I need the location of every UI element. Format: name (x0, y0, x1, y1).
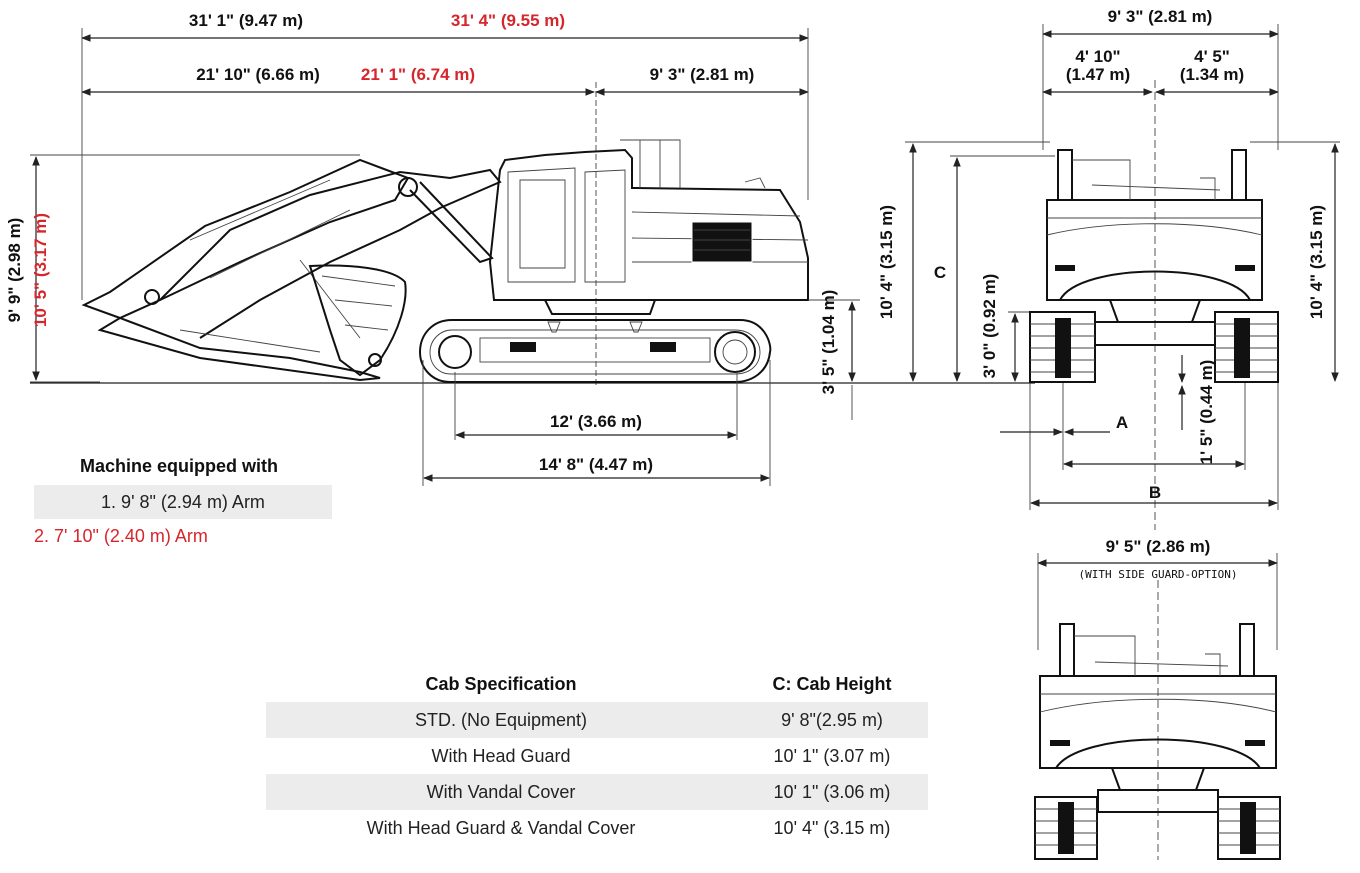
table-cell: 9' 8"(2.95 m) (781, 710, 883, 730)
header-cab-height: C: Cab Height (772, 674, 892, 694)
table-row: With Head Guard 10' 1" (3.07 m) (266, 738, 928, 774)
equipment-block: Machine equipped with 1. 9' 8" (2.94 m) … (34, 456, 334, 553)
excavator-front-view (1029, 149, 1279, 383)
side-guard-width-label: 9' 5" (2.86 m) (1106, 537, 1211, 556)
cab-height-table: Cab Specification C: Cab Height STD. (No… (266, 666, 928, 846)
tail-length-label: 9' 3" (2.81 m) (650, 65, 755, 84)
counterweight-clearance-label: 3' 5" (1.04 m) (819, 290, 838, 395)
table-cell: STD. (No Equipment) (414, 710, 588, 730)
table-cell: With Vandal Cover (426, 782, 576, 802)
excavator-side-guard-view (1034, 623, 1281, 860)
header-cab-specification: Cab Specification (425, 674, 577, 694)
front-width-left-label: 4' 10" (1075, 47, 1120, 66)
side-guard-note: (WITH SIDE GUARD-OPTION) (1079, 568, 1238, 581)
table-cell: 10' 4" (3.15 m) (773, 818, 891, 838)
excavator-side-view (81, 139, 809, 383)
table-cell: 10' 1" (3.06 m) (773, 782, 891, 802)
equipment-title: Machine equipped with (79, 456, 278, 476)
track-dimension-lines (422, 299, 860, 486)
label-a: A (1116, 413, 1128, 432)
tumbler-distance-label: 12' (3.66 m) (550, 412, 642, 431)
label-b: B (1149, 483, 1161, 502)
table-row: With Vandal Cover 10' 1" (3.06 m) (266, 774, 928, 810)
side-guard-dimension-lines (1037, 553, 1278, 860)
equipment-item-arm2: 2. 7' 10" (2.40 m) Arm (34, 526, 208, 546)
front-width-right-metric: (1.34 m) (1180, 65, 1244, 84)
undercarriage-height-label: 3' 0" (0.92 m) (980, 274, 999, 379)
overall-length-label: 31' 1" (9.47 m) (189, 11, 303, 30)
front-height-left-label: 10' 4" (3.15 m) (877, 205, 896, 319)
table-row: With Head Guard & Vandal Cover 10' 4" (3… (266, 810, 928, 846)
front-overall-width-label: 9' 3" (2.81 m) (1108, 7, 1213, 26)
front-width-right-label: 4' 5" (1194, 47, 1230, 66)
table-cell: 10' 1" (3.07 m) (773, 746, 891, 766)
top-dimension-lines (81, 28, 809, 385)
front-width-left-metric: (1.47 m) (1066, 65, 1130, 84)
height-arm1-label: 9' 9" (2.98 m) (5, 218, 24, 323)
boom-reach-alt-label: 21' 1" (6.74 m) (361, 65, 475, 84)
table-header: Cab Specification C: Cab Height (266, 666, 928, 702)
cab-height-c-label: C (934, 263, 946, 282)
track-length-label: 14' 8" (4.47 m) (539, 455, 653, 474)
table-row: STD. (No Equipment) 9' 8"(2.95 m) (266, 702, 928, 738)
front-view-dimension-lines (905, 24, 1340, 530)
height-arm2-label: 10' 5" (3.17 m) (31, 213, 50, 327)
front-height-right-label: 10' 4" (3.15 m) (1307, 205, 1326, 319)
ground-clearance-label: 1' 5" (0.44 m) (1197, 360, 1216, 465)
table-cell: With Head Guard (431, 746, 571, 766)
left-height-lines (30, 154, 360, 383)
equipment-item-arm1: 1. 9' 8" (2.94 m) Arm (34, 485, 332, 519)
table-cell: With Head Guard & Vandal Cover (366, 818, 636, 838)
boom-reach-label: 21' 10" (6.66 m) (196, 65, 320, 84)
overall-length-alt-label: 31' 4" (9.55 m) (451, 11, 565, 30)
